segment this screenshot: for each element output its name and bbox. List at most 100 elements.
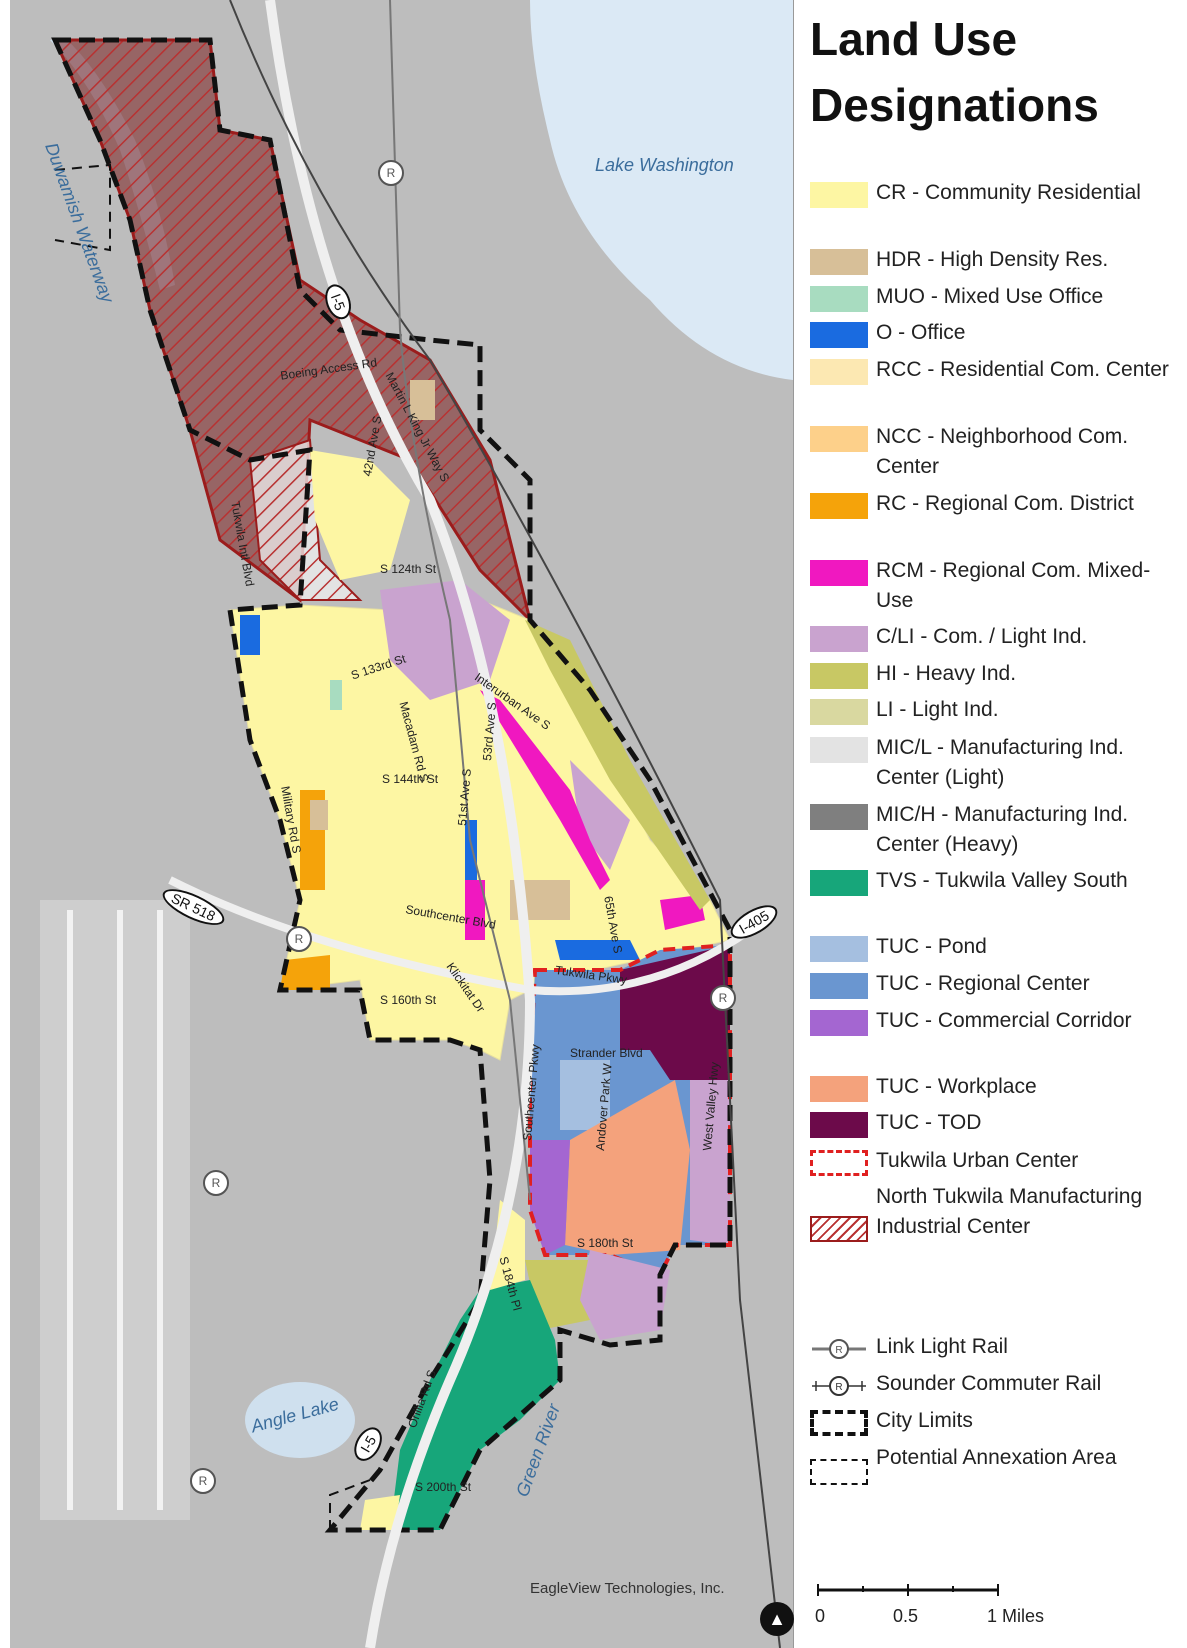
cli-area-mid[interactable] <box>570 760 630 870</box>
legend-label: LI - Light Ind. <box>876 698 999 721</box>
legend-label: Potential Annexation Area <box>876 1446 1117 1469</box>
legend-label: RCM - Regional Com. Mixed-Use <box>876 559 1151 612</box>
tuc-cli-east[interactable] <box>690 1080 730 1245</box>
hdr-swatch <box>810 249 868 275</box>
hdr-patch-3[interactable] <box>410 380 435 420</box>
map-canvas <box>10 0 793 1648</box>
tvs-swatch <box>810 870 868 896</box>
light-rail-station-icon[interactable]: R <box>286 926 312 952</box>
mic-h-swatch <box>810 804 868 830</box>
potential-annexation-area-south <box>329 1479 371 1530</box>
office-swatch <box>810 322 868 348</box>
street-label: S 124th St <box>380 562 437 576</box>
cli-area-north[interactable] <box>380 580 510 700</box>
rcm-east[interactable] <box>660 895 705 930</box>
dashed-red-outline-icon <box>810 1150 868 1176</box>
sounder-rail-line <box>229 0 781 1648</box>
legend-label: O - Office <box>876 321 966 344</box>
street-label: S 200th St <box>415 1480 472 1494</box>
annexation-area-icon <box>810 1459 868 1485</box>
legend-label: Link Light Rail <box>876 1335 1008 1358</box>
tuc-pond[interactable] <box>560 1060 610 1130</box>
svg-text:R: R <box>835 1345 842 1356</box>
scale-tick-label: 0.5 <box>893 1606 918 1626</box>
legend-label: Tukwila Urban Center <box>876 1149 1079 1172</box>
legend-label: Sounder Commuter Rail <box>876 1372 1102 1395</box>
legend-label: MUO - Mixed Use Office <box>876 285 1104 308</box>
street-label: S 144th St <box>382 772 439 786</box>
rcc-swatch <box>810 359 868 385</box>
tuc-pond-swatch <box>810 936 868 962</box>
rcm-corridor[interactable] <box>480 690 610 890</box>
legend-label: TVS - Tukwila Valley South <box>876 869 1128 892</box>
hi-heavy-industrial-south[interactable] <box>525 1260 600 1330</box>
muo-swatch <box>810 286 868 312</box>
cr-southwest[interactable] <box>360 1495 400 1530</box>
legend-label: HI - Heavy Ind. <box>876 662 1017 685</box>
light-rail-station-icon[interactable]: R <box>378 160 404 186</box>
mic-l-swatch <box>810 737 868 763</box>
rcm-south[interactable] <box>465 880 485 940</box>
legend-label: CR - Community Residential <box>876 181 1141 204</box>
street-label: S 180th St <box>577 1236 634 1250</box>
light-rail-station-icon[interactable]: R <box>203 1170 229 1196</box>
tuc-commercial-swatch <box>810 1010 868 1036</box>
land-use-map[interactable]: Lake Washington Duwamish Waterway Angle … <box>10 0 794 1648</box>
scale-tick-label: 1 Miles <box>987 1606 1044 1626</box>
tvs-tukwila-valley-south[interactable] <box>390 1280 560 1530</box>
legend-label: North Tukwila Manufacturing Industrial C… <box>876 1185 1143 1238</box>
hi-heavy-industrial-strip[interactable] <box>525 620 710 910</box>
li-swatch <box>810 699 868 725</box>
lake-washington <box>530 0 793 380</box>
hi-swatch <box>810 663 868 689</box>
light-rail-station-icon[interactable]: R <box>190 1468 216 1494</box>
legend-label: NCC - Neighborhood Com. Center <box>876 425 1129 478</box>
commuter-rail-station-icon[interactable]: R <box>710 985 736 1011</box>
office-central[interactable] <box>465 820 477 880</box>
legend-title: Land Use Designations <box>810 13 1099 131</box>
north-arrow-icon: ▲ <box>760 1602 794 1636</box>
tuc-tod-swatch <box>810 1112 868 1138</box>
i5-highway <box>265 0 536 1648</box>
ncc-swatch <box>810 426 868 452</box>
link-light-rail-line <box>389 0 531 1201</box>
office-west[interactable] <box>240 615 260 655</box>
airport-runways <box>40 900 190 1520</box>
hatched-swatch-icon <box>810 1216 868 1242</box>
tuc-commercial-corridor[interactable] <box>530 1140 570 1255</box>
svg-text:R: R <box>835 1382 842 1393</box>
legend-label: MIC/H - Manufacturing Ind. Center (Heavy… <box>876 803 1129 856</box>
rc-swatch <box>810 493 868 519</box>
street-label: Strander Blvd <box>570 1046 643 1060</box>
scale-tick-label: 0 <box>815 1606 825 1626</box>
muo-patch[interactable] <box>330 680 342 710</box>
legend-label: TUC - Commercial Corridor <box>876 1009 1132 1032</box>
cr-north-residential[interactable] <box>310 450 410 580</box>
legend-label: TUC - Regional Center <box>876 972 1090 995</box>
angle-lake <box>245 1382 355 1458</box>
tuc-workplace-swatch <box>810 1076 868 1102</box>
sr518-i405-highway <box>168 876 753 996</box>
lake-washington-label: Lake Washington <box>595 155 734 175</box>
tuc-workplace[interactable] <box>565 1080 690 1255</box>
legend-label: RCC - Residential Com. Center <box>876 358 1169 381</box>
office-east[interactable] <box>555 940 640 960</box>
tuc-regional-swatch <box>810 973 868 999</box>
legend-panel: Land Use Designations CR - Community Res… <box>810 0 1187 1648</box>
city-limits <box>51 37 733 1533</box>
cr-swatch <box>810 182 868 208</box>
rc-regional-com-district[interactable] <box>280 955 330 990</box>
rcm-swatch <box>810 560 868 586</box>
tukwila-urban-center-boundary[interactable] <box>528 942 732 1278</box>
commuter-rail-icon: R <box>812 1376 866 1396</box>
legend-label: TUC - TOD <box>876 1111 982 1134</box>
cli-area-south[interactable] <box>580 1250 670 1340</box>
legend-label: City Limits <box>876 1409 973 1432</box>
legend-label: MIC/L - Manufacturing Ind. Center (Light… <box>876 736 1124 789</box>
legend-label: TUC - Workplace <box>876 1075 1037 1098</box>
legend-label: HDR - High Density Res. <box>876 248 1109 271</box>
hdr-patch-1[interactable] <box>310 800 328 830</box>
map-credit: EagleView Technologies, Inc. <box>530 1580 725 1597</box>
street-label: S 160th St <box>380 993 437 1007</box>
legend-label: RC - Regional Com. District <box>876 492 1134 515</box>
